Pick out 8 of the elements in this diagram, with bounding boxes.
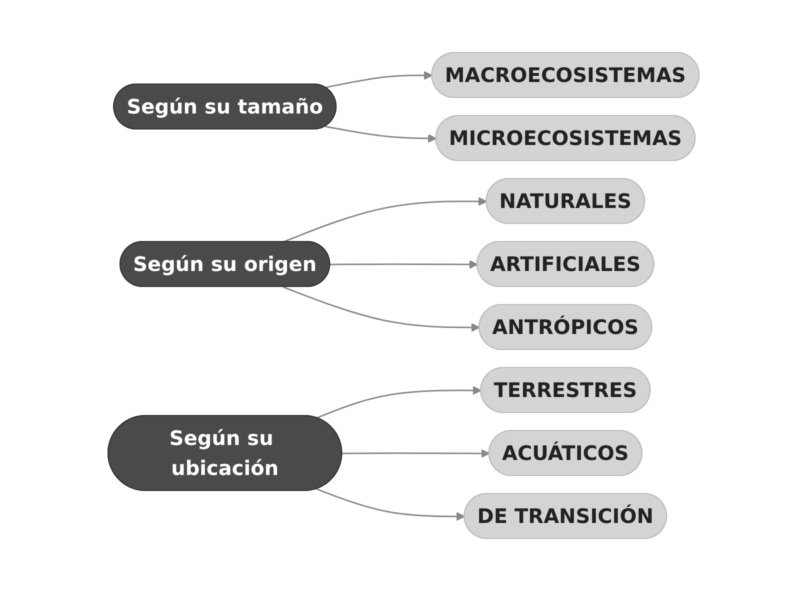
arrow: [316, 488, 466, 521]
arrow: [342, 449, 490, 458]
arrow: [325, 126, 437, 143]
arrow: [330, 260, 478, 269]
arrow: [325, 71, 433, 88]
arrow: [282, 197, 488, 243]
arrow: [316, 386, 482, 419]
arrow: [282, 286, 480, 332]
